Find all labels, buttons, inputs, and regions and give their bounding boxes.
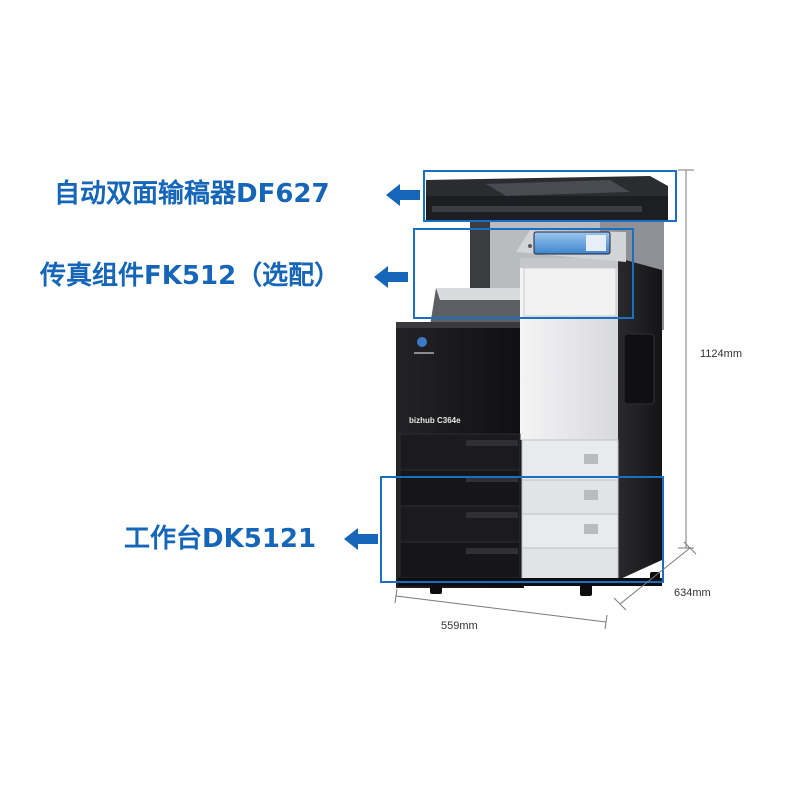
brand-model-label: bizhub C364e: [409, 416, 461, 425]
dimension-width-label: 559mm: [441, 620, 478, 632]
callout-fax-label: 传真组件FK512（选配）: [40, 261, 341, 291]
callout-adf-label: 自动双面输稿器DF627: [54, 179, 330, 209]
dimension-height-label: 1124mm: [700, 348, 742, 360]
adf-highlight-box: [423, 170, 677, 222]
arrow-left-icon: [344, 528, 378, 550]
desk-highlight-box: [380, 476, 664, 583]
arrow-left-icon: [374, 266, 408, 288]
callout-desk-label: 工作台DK5121: [124, 524, 317, 554]
dimension-depth-label: 634mm: [674, 587, 711, 599]
arrow-left-icon: [386, 184, 420, 206]
fax-highlight-box: [413, 228, 634, 319]
